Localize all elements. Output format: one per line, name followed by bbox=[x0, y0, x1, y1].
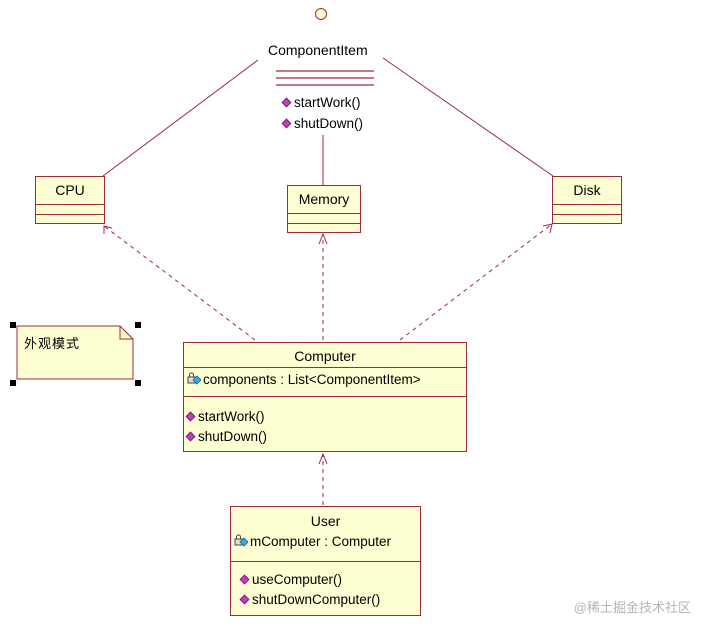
class-name: Memory bbox=[298, 191, 350, 207]
operation-row[interactable]: useComputer() bbox=[231, 570, 420, 590]
operation-label: shutDown() bbox=[198, 429, 268, 444]
arrowhead-disk bbox=[542, 223, 553, 234]
class-name: User bbox=[310, 513, 341, 529]
attribute-compartment: components : List<ComponentItem> bbox=[184, 367, 466, 396]
class-user[interactable]: User mComputer : Computer useComputer() … bbox=[230, 506, 421, 616]
link-interface-cpu bbox=[102, 59, 259, 177]
class-disk[interactable]: Disk bbox=[552, 176, 622, 224]
compartment-divider bbox=[36, 214, 104, 215]
compartment-divider bbox=[288, 223, 360, 224]
arrowhead-memory bbox=[318, 232, 328, 245]
class-memory[interactable]: Memory bbox=[287, 185, 361, 233]
class-cpu[interactable]: CPU bbox=[35, 176, 105, 224]
class-name: Disk bbox=[573, 182, 601, 198]
operation-compartment: useComputer() shutDownComputer() bbox=[231, 561, 420, 610]
dependency-computer-disk bbox=[399, 223, 553, 341]
attribute-compartment: mComputer : Computer bbox=[231, 531, 420, 561]
link-interface-disk bbox=[382, 57, 554, 177]
note-handle-top-right[interactable] bbox=[135, 322, 141, 328]
compartment-divider bbox=[553, 214, 621, 215]
dependency-computer-cpu bbox=[103, 225, 256, 341]
note-shape bbox=[16, 325, 134, 380]
compartment-divider bbox=[36, 204, 104, 214]
private-attribute-icon bbox=[187, 372, 201, 385]
operation-icon bbox=[281, 97, 292, 108]
attribute-label: components : List<ComponentItem> bbox=[203, 372, 421, 387]
watermark: @稀土掘金技术社区 bbox=[573, 600, 691, 615]
note-text: 外观模式 bbox=[24, 336, 81, 351]
interface-lollipop bbox=[315, 8, 327, 20]
class-name: CPU bbox=[55, 182, 85, 198]
interface-operation[interactable]: shutDown() bbox=[281, 116, 364, 131]
attribute-label: mComputer : Computer bbox=[250, 534, 392, 549]
interface-operation[interactable]: startWork() bbox=[281, 95, 361, 110]
attribute-row[interactable]: mComputer : Computer bbox=[231, 532, 420, 552]
operation-icon bbox=[239, 594, 250, 605]
compartment-divider bbox=[288, 213, 360, 223]
operation-label: useComputer() bbox=[252, 572, 343, 587]
operation-icon bbox=[185, 411, 196, 422]
note-handle-bottom-right[interactable] bbox=[135, 380, 141, 386]
operation-label: shutDownComputer() bbox=[252, 592, 381, 607]
note-fold bbox=[119, 326, 133, 340]
private-attribute-icon bbox=[234, 534, 248, 547]
note-handle-top-left[interactable] bbox=[10, 322, 16, 328]
operation-icon bbox=[281, 118, 292, 129]
class-computer[interactable]: Computer components : List<ComponentItem… bbox=[183, 342, 467, 452]
class-name: Computer bbox=[294, 348, 356, 364]
compartment-divider bbox=[553, 204, 621, 214]
operation-icon bbox=[239, 574, 250, 585]
operation-compartment: startWork() shutDown() bbox=[184, 396, 466, 447]
arrowhead-computer bbox=[318, 452, 328, 465]
operation-row[interactable]: shutDown() bbox=[184, 427, 466, 447]
attribute-row[interactable]: components : List<ComponentItem> bbox=[184, 370, 466, 390]
interface-operation-label: shutDown() bbox=[294, 116, 364, 131]
arrowhead-cpu bbox=[103, 225, 113, 234]
operation-row[interactable]: shutDownComputer() bbox=[231, 590, 420, 610]
operation-row[interactable]: startWork() bbox=[184, 407, 466, 427]
note-handle-bottom-left[interactable] bbox=[10, 380, 16, 386]
operation-icon bbox=[185, 431, 196, 442]
interface-operation-label: startWork() bbox=[294, 95, 361, 110]
operation-label: startWork() bbox=[198, 409, 265, 424]
interface-name[interactable]: ComponentItem bbox=[268, 42, 368, 58]
